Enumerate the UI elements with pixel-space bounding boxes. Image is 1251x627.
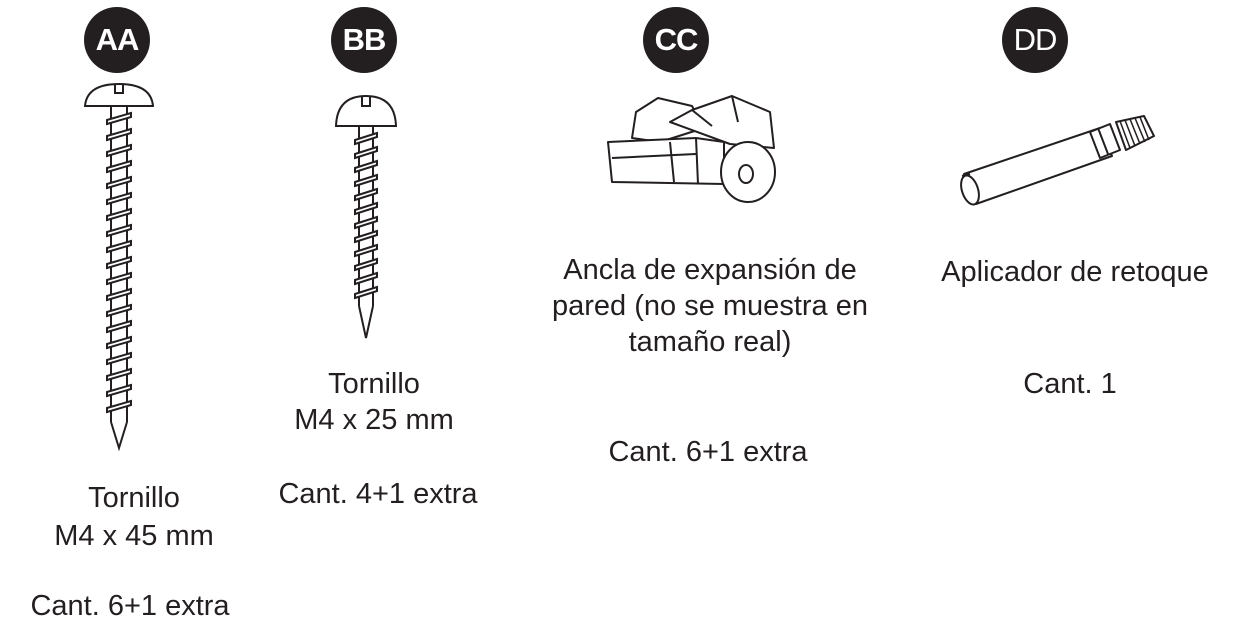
- badge-aa: AA: [84, 7, 150, 73]
- cc-name-line3: tamaño real): [628, 326, 792, 358]
- bb-name-line1: Tornillo: [328, 368, 420, 400]
- short-screw-icon: [333, 92, 399, 340]
- long-screw-icon: [79, 80, 159, 450]
- badge-cc: CC: [643, 7, 709, 73]
- aa-quantity: Cant. 6+1 extra: [30, 590, 230, 622]
- badge-bb: BB: [331, 7, 397, 73]
- dd-name-line1: Aplicador de retoque: [941, 256, 1209, 288]
- wall-anchor-icon: [600, 92, 790, 202]
- aa-name-line2: M4 x 45 mm: [54, 520, 214, 552]
- dd-quantity: Cant. 1: [1023, 368, 1117, 400]
- cc-name-line1: Ancla de expansión de: [563, 254, 857, 286]
- aa-name-line1: Tornillo: [88, 482, 180, 514]
- bb-quantity: Cant. 4+1 extra: [278, 478, 478, 510]
- cc-quantity: Cant. 6+1 extra: [608, 436, 808, 468]
- bb-name-line2: M4 x 25 mm: [294, 404, 454, 436]
- badge-dd: DD: [1002, 7, 1068, 73]
- cc-name-line2: pared (no se muestra en: [552, 290, 868, 322]
- touch-up-pen-icon: [940, 112, 1160, 208]
